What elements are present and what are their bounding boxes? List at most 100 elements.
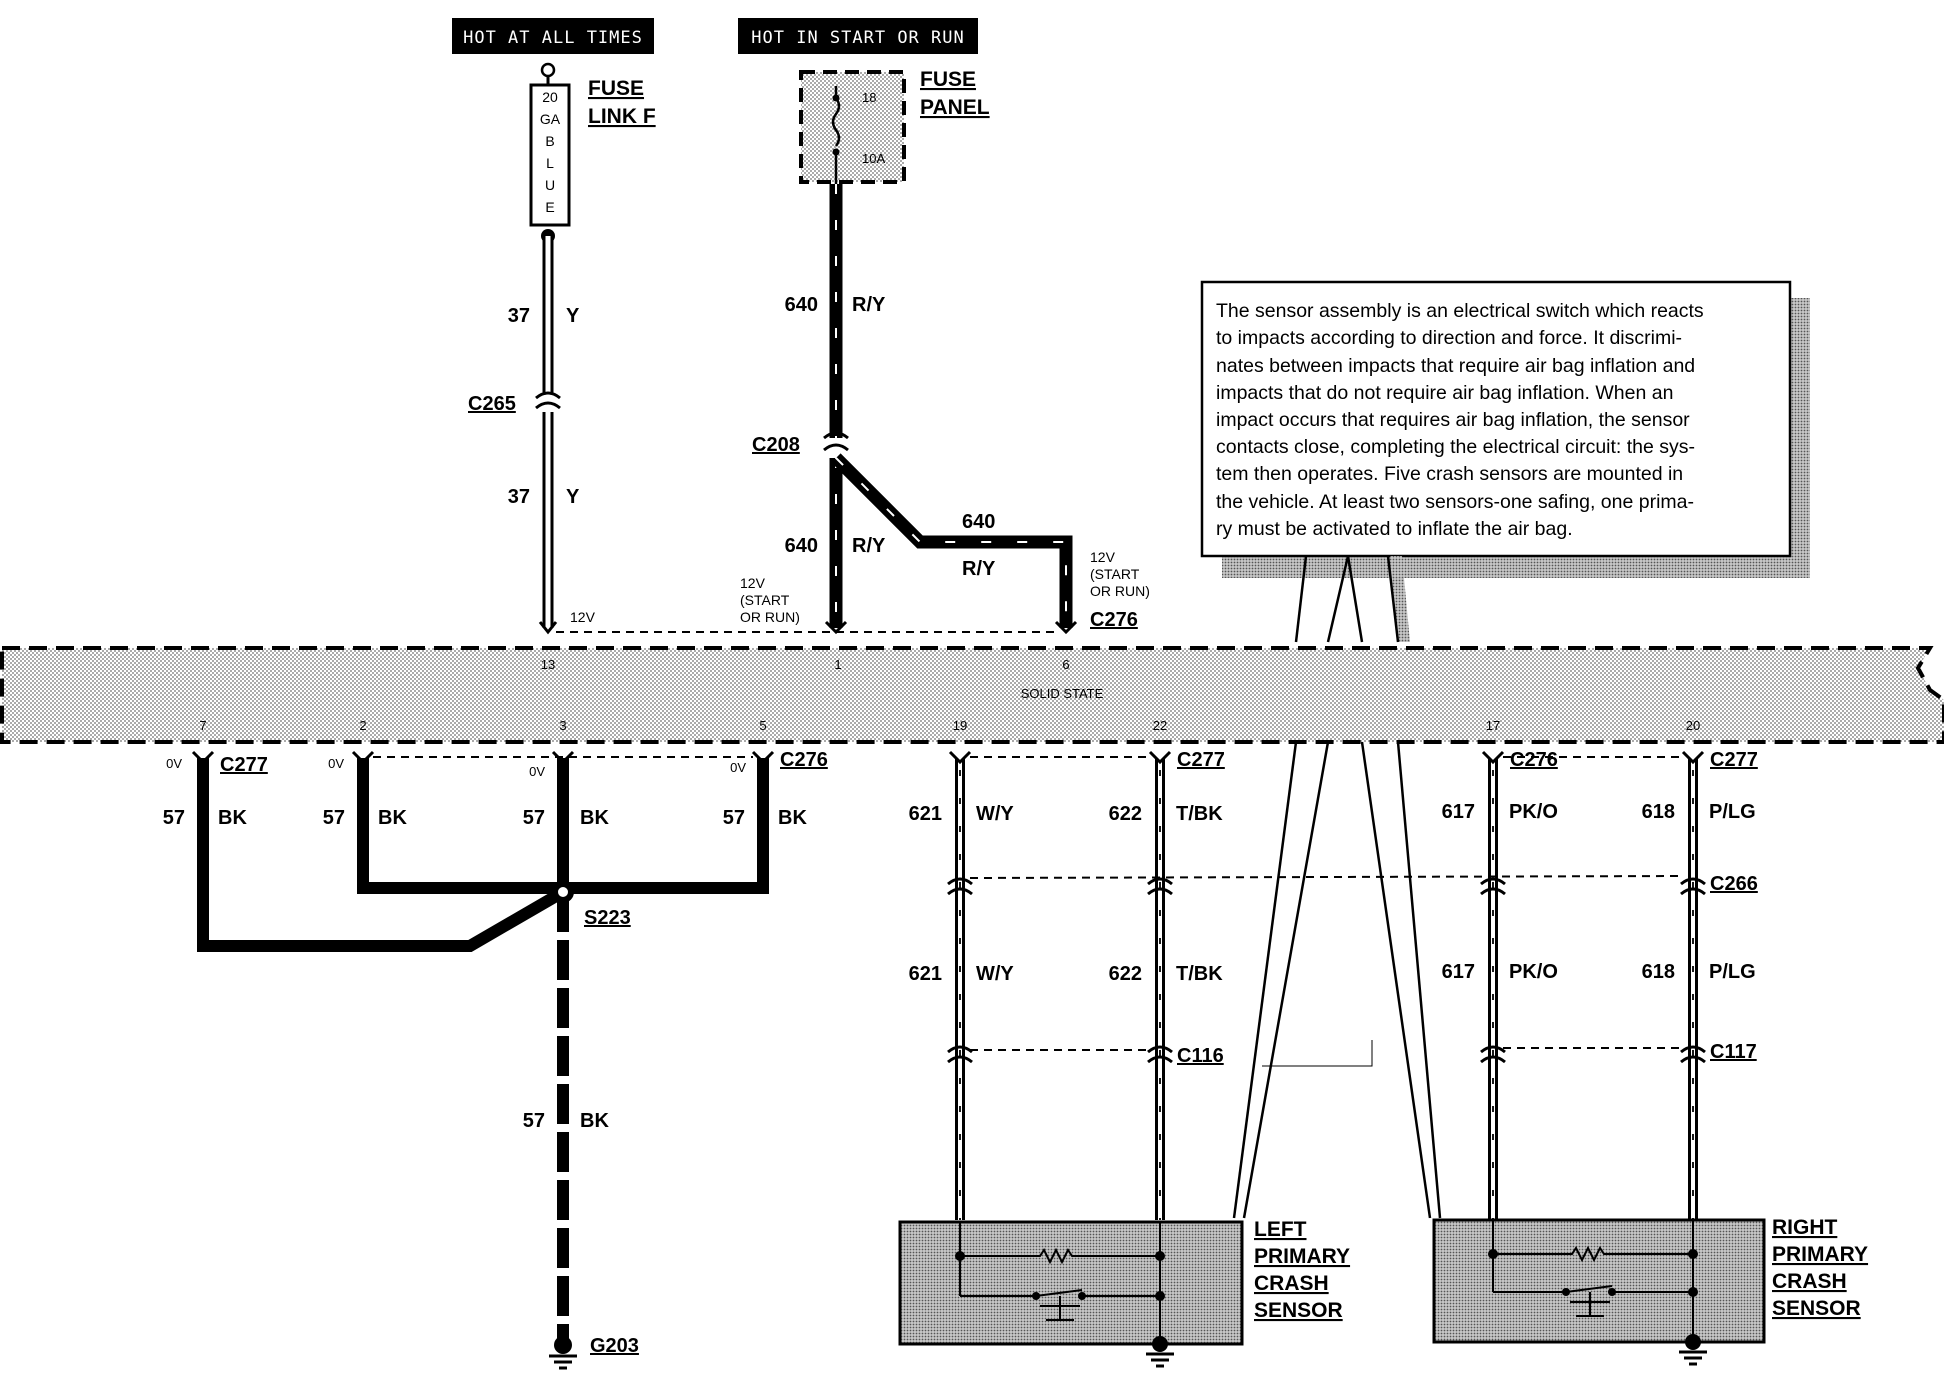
connector-c117: C117: [1710, 1041, 1757, 1063]
left-sensor-label: SENSOR: [1254, 1299, 1343, 1322]
voltage-pin7: 0V: [166, 756, 182, 771]
note-line: impact occurs that requires air bag infl…: [1216, 409, 1690, 431]
left-sensor-label: PRIMARY: [1254, 1245, 1350, 1268]
circuit-number-57: 57: [723, 807, 745, 829]
right-sensor-label: CRASH: [1772, 1270, 1847, 1293]
fuse-panel-label: PANEL: [920, 96, 990, 119]
voltage-pin6: 12V: [1090, 549, 1116, 565]
right-primary-crash-sensor: RIGHT PRIMARY CRASH SENSOR: [1432, 1216, 1868, 1366]
fuse-rating: 10A: [862, 151, 885, 166]
circuit-number-622: 622: [1109, 803, 1142, 825]
wire-color-bk: BK: [580, 1110, 609, 1132]
fuse-link-gauge: 20: [542, 89, 558, 105]
circuit-number-640: 640: [962, 511, 995, 533]
circuit-number-617: 617: [1442, 961, 1475, 983]
module-pin-5: 5: [759, 718, 766, 733]
wire-sensor-circuits: [947, 750, 1706, 1220]
voltage-pin13: 12V: [570, 609, 596, 625]
wire-color-w-y: W/Y: [976, 963, 1014, 985]
voltage-pin1: 12V: [740, 575, 766, 591]
voltage-pin2: 0V: [328, 756, 344, 771]
connector-c276: C276: [1090, 609, 1138, 631]
connector-c208: C208: [752, 434, 800, 456]
fuse-link-label: LINK F: [588, 105, 656, 128]
wire-color-bk: BK: [580, 807, 609, 829]
left-sensor-label: LEFT: [1254, 1218, 1307, 1241]
splice-s223: S223: [584, 907, 631, 929]
module-pin-1: 1: [834, 657, 841, 672]
fuse-link-gauge-unit: GA: [540, 111, 561, 127]
header-hot-in-start-or-run: HOT IN START OR RUN: [738, 18, 978, 54]
circuit-number-618: 618: [1642, 961, 1675, 983]
fuse-link-color-char: U: [545, 177, 555, 193]
connector-c277: C277: [1177, 749, 1225, 771]
connector-c265: C265: [468, 393, 516, 415]
module-label: SOLID STATE: [1021, 686, 1104, 701]
wire-color-y: Y: [566, 305, 580, 327]
connector-c116: C116: [1177, 1045, 1224, 1067]
wire-color-r-y: R/Y: [962, 558, 996, 580]
voltage-pin6: OR RUN): [1090, 583, 1150, 599]
circuit-number-57: 57: [523, 1110, 545, 1132]
module-pin-2: 2: [359, 718, 366, 733]
wire-circuit-57-group: [191, 750, 775, 1370]
voltage-pin1: OR RUN): [740, 609, 800, 625]
wire-color-bk: BK: [778, 807, 807, 829]
fuse-number: 18: [862, 90, 876, 105]
module-pin-20: 20: [1686, 718, 1700, 733]
fuse-link-color-char: L: [546, 155, 554, 171]
wire-color-p-lg: P/LG: [1709, 801, 1756, 823]
module-pin-22: 22: [1153, 718, 1167, 733]
voltage-pin1: (START: [740, 592, 790, 608]
note-line: tem then operates. Five crash sensors ar…: [1216, 463, 1683, 485]
circuit-number-57: 57: [323, 807, 345, 829]
fuse-link-color-char: B: [545, 133, 554, 149]
circuit-number-57: 57: [163, 807, 185, 829]
note-line: contacts close, completing the electrica…: [1216, 436, 1695, 458]
note-line: nates between impacts that require air b…: [1216, 355, 1695, 377]
module-pin-3: 3: [559, 718, 566, 733]
circuit-number-57: 57: [523, 807, 545, 829]
wire-color-bk: BK: [378, 807, 407, 829]
connector-c276: C276: [1510, 749, 1558, 771]
left-primary-crash-sensor: LEFT PRIMARY CRASH SENSOR: [898, 1218, 1350, 1368]
circuit-number-37: 37: [508, 305, 530, 327]
solid-state-module: SOLID STATE 13 1 6 7 2 3 5 19 22 17 20: [0, 646, 1944, 744]
right-sensor-label: PRIMARY: [1772, 1243, 1868, 1266]
note-line: ry must be activated to inflate the air …: [1216, 518, 1573, 540]
fuse-link-label: FUSE: [588, 77, 644, 100]
circuit-number-622: 622: [1109, 963, 1142, 985]
header-hot-at-all-times-text: HOT AT ALL TIMES: [463, 28, 643, 48]
module-pin-19: 19: [953, 718, 967, 733]
circuit-number-618: 618: [1642, 801, 1675, 823]
note-line: The sensor assembly is an electrical swi…: [1216, 300, 1704, 322]
header-hot-in-start-or-run-text: HOT IN START OR RUN: [751, 28, 964, 48]
voltage-pin5: 0V: [730, 760, 746, 775]
circuit-number-37: 37: [508, 486, 530, 508]
module-pin-17: 17: [1486, 718, 1500, 733]
sensor-note-callout: The sensor assembly is an electrical swi…: [1200, 280, 1810, 1219]
wire-color-pk-o: PK/O: [1509, 801, 1558, 823]
wire-circuit-640: [823, 184, 1078, 635]
fuse-link-color-char: E: [545, 199, 554, 215]
module-pin-6: 6: [1062, 657, 1069, 672]
wire-color-r-y: R/Y: [852, 294, 886, 316]
note-line: impacts that do not require air bag infl…: [1216, 382, 1673, 404]
wire-color-y: Y: [566, 486, 580, 508]
wire-color-t-bk: T/BK: [1176, 803, 1223, 825]
header-hot-at-all-times: HOT AT ALL TIMES: [452, 18, 654, 54]
fuse-panel-label: FUSE: [920, 68, 976, 91]
circuit-number-640: 640: [785, 535, 818, 557]
circuit-number-621: 621: [909, 803, 942, 825]
circuit-number-640: 640: [785, 294, 818, 316]
fuse-panel: 18 10A FUSE PANEL: [799, 68, 990, 184]
connector-c277: C277: [1710, 749, 1758, 771]
wire-color-w-y: W/Y: [976, 803, 1014, 825]
wire-color-t-bk: T/BK: [1176, 963, 1223, 985]
voltage-pin3: 0V: [529, 764, 545, 779]
fuse-link-f: 20 GA B L U E FUSE LINK F: [529, 62, 656, 243]
wire-color-p-lg: P/LG: [1709, 961, 1756, 983]
wire-color-bk: BK: [218, 807, 247, 829]
ground-g203: G203: [590, 1335, 639, 1357]
